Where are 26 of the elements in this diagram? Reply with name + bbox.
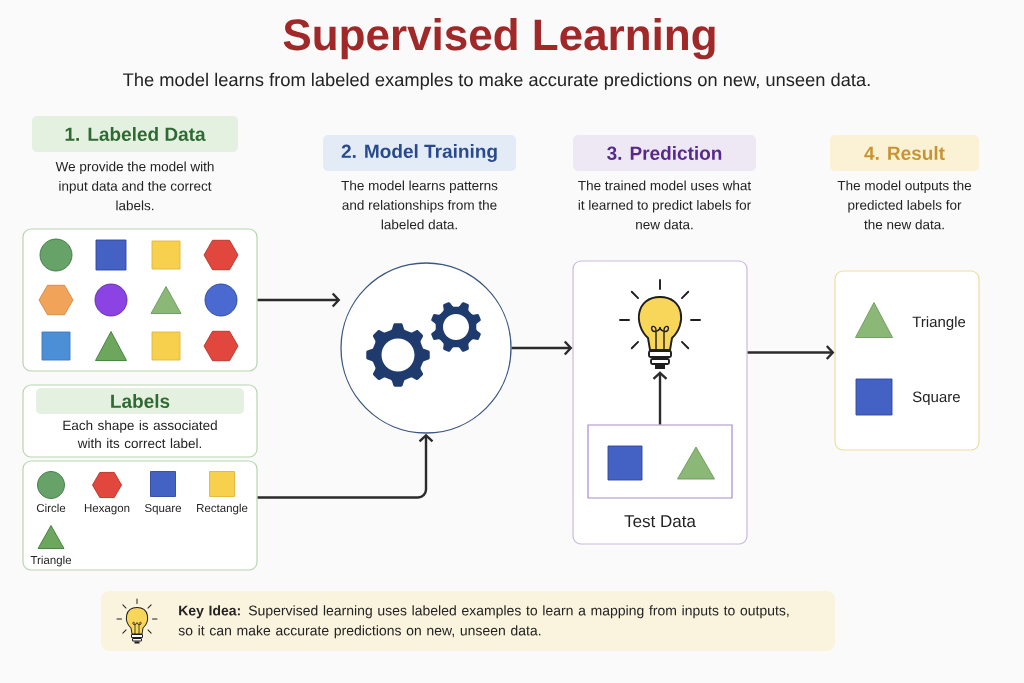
key-idea-band: Key Idea: Supervised learning uses labeled examples to learn a mapping from inputs to outputs, so it can make accurate predictions on new, unseen data. <box>101 591 835 651</box>
box-label: Test Data <box>624 515 696 528</box>
shape-label: Hexagon <box>84 504 130 515</box>
description: The trained model uses what it learned to predict labels for new data. <box>578 180 752 230</box>
arrow <box>747 345 835 360</box>
heading-pill: Labels <box>36 388 244 414</box>
shape-label: Square <box>145 504 182 515</box>
heading-pill: 4. Result <box>830 135 979 171</box>
description: The model outputs the predicted labels for the new data. <box>837 180 972 230</box>
subtitle: The model learns from labeled examples to make accurate predictions on new, unseen data. <box>123 72 870 90</box>
title: Supervised Learning <box>283 18 715 60</box>
shape-label: Triangle <box>912 316 966 331</box>
shape-label: Rectangle <box>197 503 248 515</box>
shape-label: Square <box>912 391 960 406</box>
heading-pill: 1. Labeled Data <box>32 116 238 152</box>
heading-pill: 2. Model Training <box>323 135 516 171</box>
shape-label: Triangle <box>30 555 72 567</box>
arrow <box>257 292 341 308</box>
arrow <box>257 433 434 499</box>
arrow <box>652 371 668 425</box>
arrow <box>511 340 573 356</box>
description: The model learns patterns and relationships from the labeled data. <box>341 180 498 230</box>
description: We provide the model with input data and the correct labels. <box>55 161 214 211</box>
shape-label: Circle <box>36 503 66 513</box>
lightbulb-icon <box>619 279 701 369</box>
heading-pill: 3. Prediction <box>573 135 756 171</box>
